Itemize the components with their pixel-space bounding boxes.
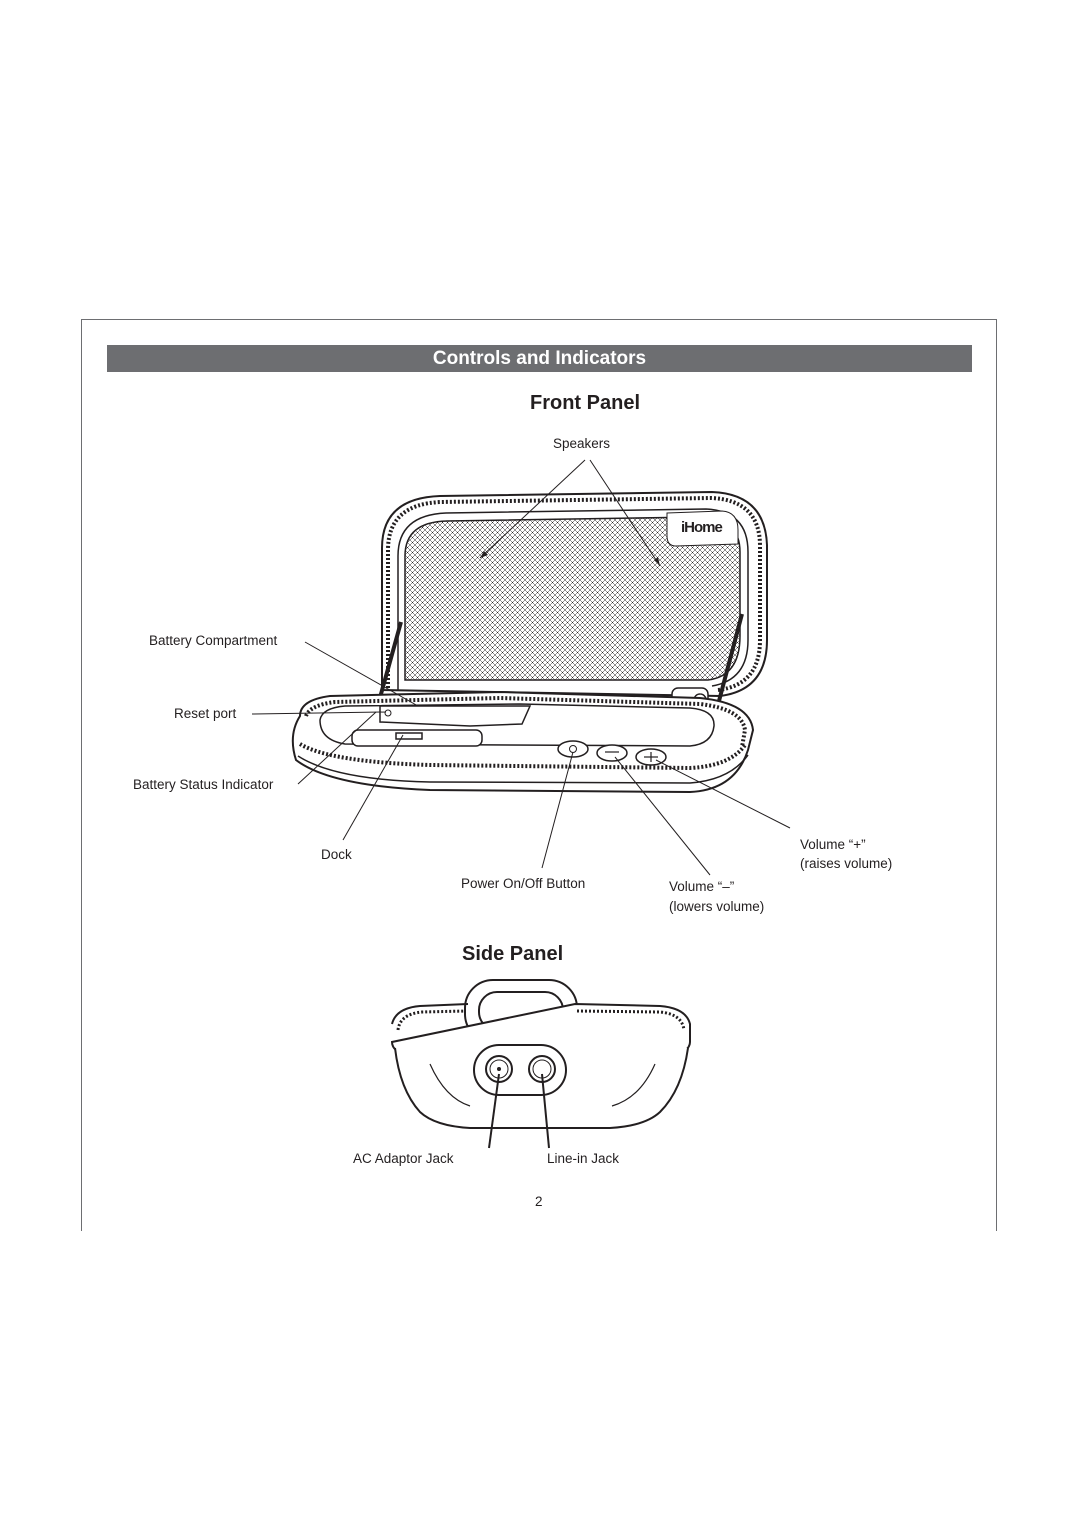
dock-slot xyxy=(395,732,423,740)
base-lower-stitching xyxy=(298,742,747,771)
label-battery-compartment: Battery Compartment xyxy=(149,633,278,648)
label-volume-minus: Volume “–” xyxy=(669,879,735,894)
label-volume-minus-note: (lowers volume) xyxy=(669,899,765,914)
label-battery-status-indicator: Battery Status Indicator xyxy=(133,777,274,792)
volume-minus-shape xyxy=(596,744,628,762)
reset-port-callout xyxy=(251,711,387,715)
logo-tab xyxy=(666,510,739,547)
battery-compartment-callout xyxy=(304,641,419,707)
ihome-logo: iHome xyxy=(681,519,723,536)
volume-minus-callout xyxy=(614,756,711,876)
side-panel-heading: Side Panel xyxy=(462,943,564,965)
label-line-in-jack: Line-in Jack xyxy=(547,1151,620,1166)
page-number: 2 xyxy=(535,1194,543,1209)
label-volume-plus: Volume “+” xyxy=(800,837,866,852)
front-panel-heading: Front Panel xyxy=(530,392,641,414)
speakers-arrow-right xyxy=(654,557,660,566)
section-banner: Controls and Indicators xyxy=(107,345,972,372)
line-in-callout xyxy=(541,1073,550,1149)
page-frame-right xyxy=(996,319,997,1231)
speakers-callout-left xyxy=(479,459,586,559)
base-stitching xyxy=(304,695,748,748)
lid-stitching xyxy=(386,495,762,692)
label-volume-plus-note: (raises volume) xyxy=(800,856,893,871)
dock-callout xyxy=(342,734,404,841)
label-ac-adaptor-jack: AC Adaptor Jack xyxy=(353,1151,454,1166)
label-dock: Dock xyxy=(321,847,352,862)
label-reset-port: Reset port xyxy=(174,706,237,721)
label-power-button: Power On/Off Button xyxy=(461,876,586,891)
volume-plus-callout xyxy=(655,759,791,829)
page-frame-top xyxy=(81,319,997,320)
label-speakers: Speakers xyxy=(553,436,611,451)
ac-jack-callout xyxy=(488,1073,500,1149)
page-frame-left xyxy=(81,319,82,1231)
speakers-callout-right xyxy=(589,459,661,567)
battery-status-callout xyxy=(297,711,377,785)
speakers-arrow-left xyxy=(480,551,488,558)
reset-port xyxy=(384,709,392,717)
power-button-callout xyxy=(541,751,574,869)
battery-compartment xyxy=(379,705,532,727)
